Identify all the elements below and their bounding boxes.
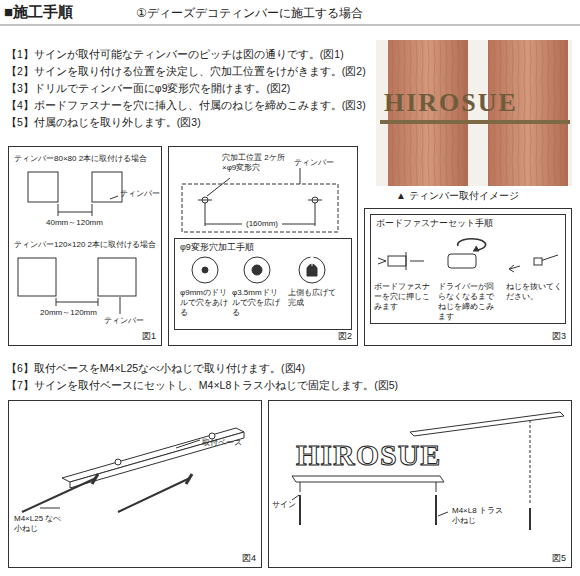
figure-panel: 図4 <box>8 400 262 568</box>
procedure-box: φ9変形穴加工手順 <box>174 238 352 330</box>
step-text: 【4】ボードファスナーを穴に挿入し、付属のねじを締めこみます。(図3) <box>6 99 366 112</box>
sign-assembly <box>292 412 564 530</box>
figure-panel: 図2 φ9変形穴加工手順 <box>168 146 358 346</box>
part-name: ティンバー <box>120 189 160 199</box>
node-text: 図2 <box>338 331 352 342</box>
part-name: ティンバー <box>104 316 144 326</box>
dimension: 40mm～120mm <box>46 218 103 228</box>
photo-caption: ▲ ティンバー取付イメージ <box>396 190 519 203</box>
timber-face <box>182 168 338 232</box>
step-text: 【6】取付ベースをM4×L25なべ小ねじで取り付けます。(図4) <box>6 362 305 375</box>
node-text: φ9変形穴加工手順 <box>180 242 254 253</box>
step-text: 【3】ドリルでティンバー面にφ9変形穴を開けます。(図2) <box>6 82 290 95</box>
step-caption: ねじを抜いてください。 <box>506 282 562 302</box>
subtitle: ①ディーズデコティンバーに施工する場合 <box>136 6 363 21</box>
case-heading: ティンバー120×120 2本に取付ける場合 <box>14 240 156 250</box>
node-text: 図5 <box>552 553 566 564</box>
step-caption: ボードファスナーを穴に押しこみます <box>374 282 432 312</box>
callout: 穴加工位置 2ケ所×φ9変形穴 <box>222 153 288 173</box>
step-caption: ドライバーが回らなくなるまでねじを締めこみます <box>438 282 500 322</box>
node-text: 図4 <box>242 553 256 564</box>
step-text: 【2】サインを取り付ける位置を決定し、穴加工位置をけがきます。(図2) <box>6 65 366 78</box>
step-text: 【7】サインを取付ベースにセットし、M4×L8トラス小ねじで固定します。(図5) <box>6 379 398 392</box>
sign-letters: HIROSUE <box>384 90 518 116</box>
dimension: 20mm～120mm <box>40 308 97 318</box>
node-text: 図3 <box>552 331 566 342</box>
part-name: M4×L25 なべ小ねじ <box>14 514 66 534</box>
node-text: ボードファスナーセット手順 <box>376 218 493 229</box>
sign-letters: HIROSUE <box>296 440 441 470</box>
part-name: M4×L8 トラス小ねじ <box>452 506 508 526</box>
mounting-base <box>22 428 244 512</box>
timber-photo <box>376 40 572 186</box>
fastener-steps <box>378 239 558 272</box>
case-heading: ティンバー80×80 2本に取付ける場合 <box>14 154 147 164</box>
step-text: 【5】付属のねじを取り外します。(図3) <box>6 116 201 129</box>
step-caption: 上側も広げて完成 <box>288 288 338 308</box>
step-caption: φ3.5mmドリルで穴を広げる <box>232 288 284 318</box>
page-title: ■施工手順 <box>4 3 73 22</box>
step-caption: φ9mmのドリルで穴をあける <box>180 288 230 318</box>
hole-steps <box>192 256 325 283</box>
part-name: ティンバー <box>294 158 334 168</box>
part-name: サイン <box>272 500 296 510</box>
node-text: 図1 <box>142 331 156 342</box>
part-name: 取付ベース <box>202 438 242 448</box>
dimension: (160mm) <box>244 219 280 229</box>
header-rule <box>0 25 580 26</box>
figure-panel: 図5 <box>268 400 572 568</box>
step-text: 【1】サインが取付可能なティンバーのピッチは図の通りです。(図1) <box>6 48 344 61</box>
figure-panel: 図3 ボードファスナーセット手順 <box>364 208 572 346</box>
